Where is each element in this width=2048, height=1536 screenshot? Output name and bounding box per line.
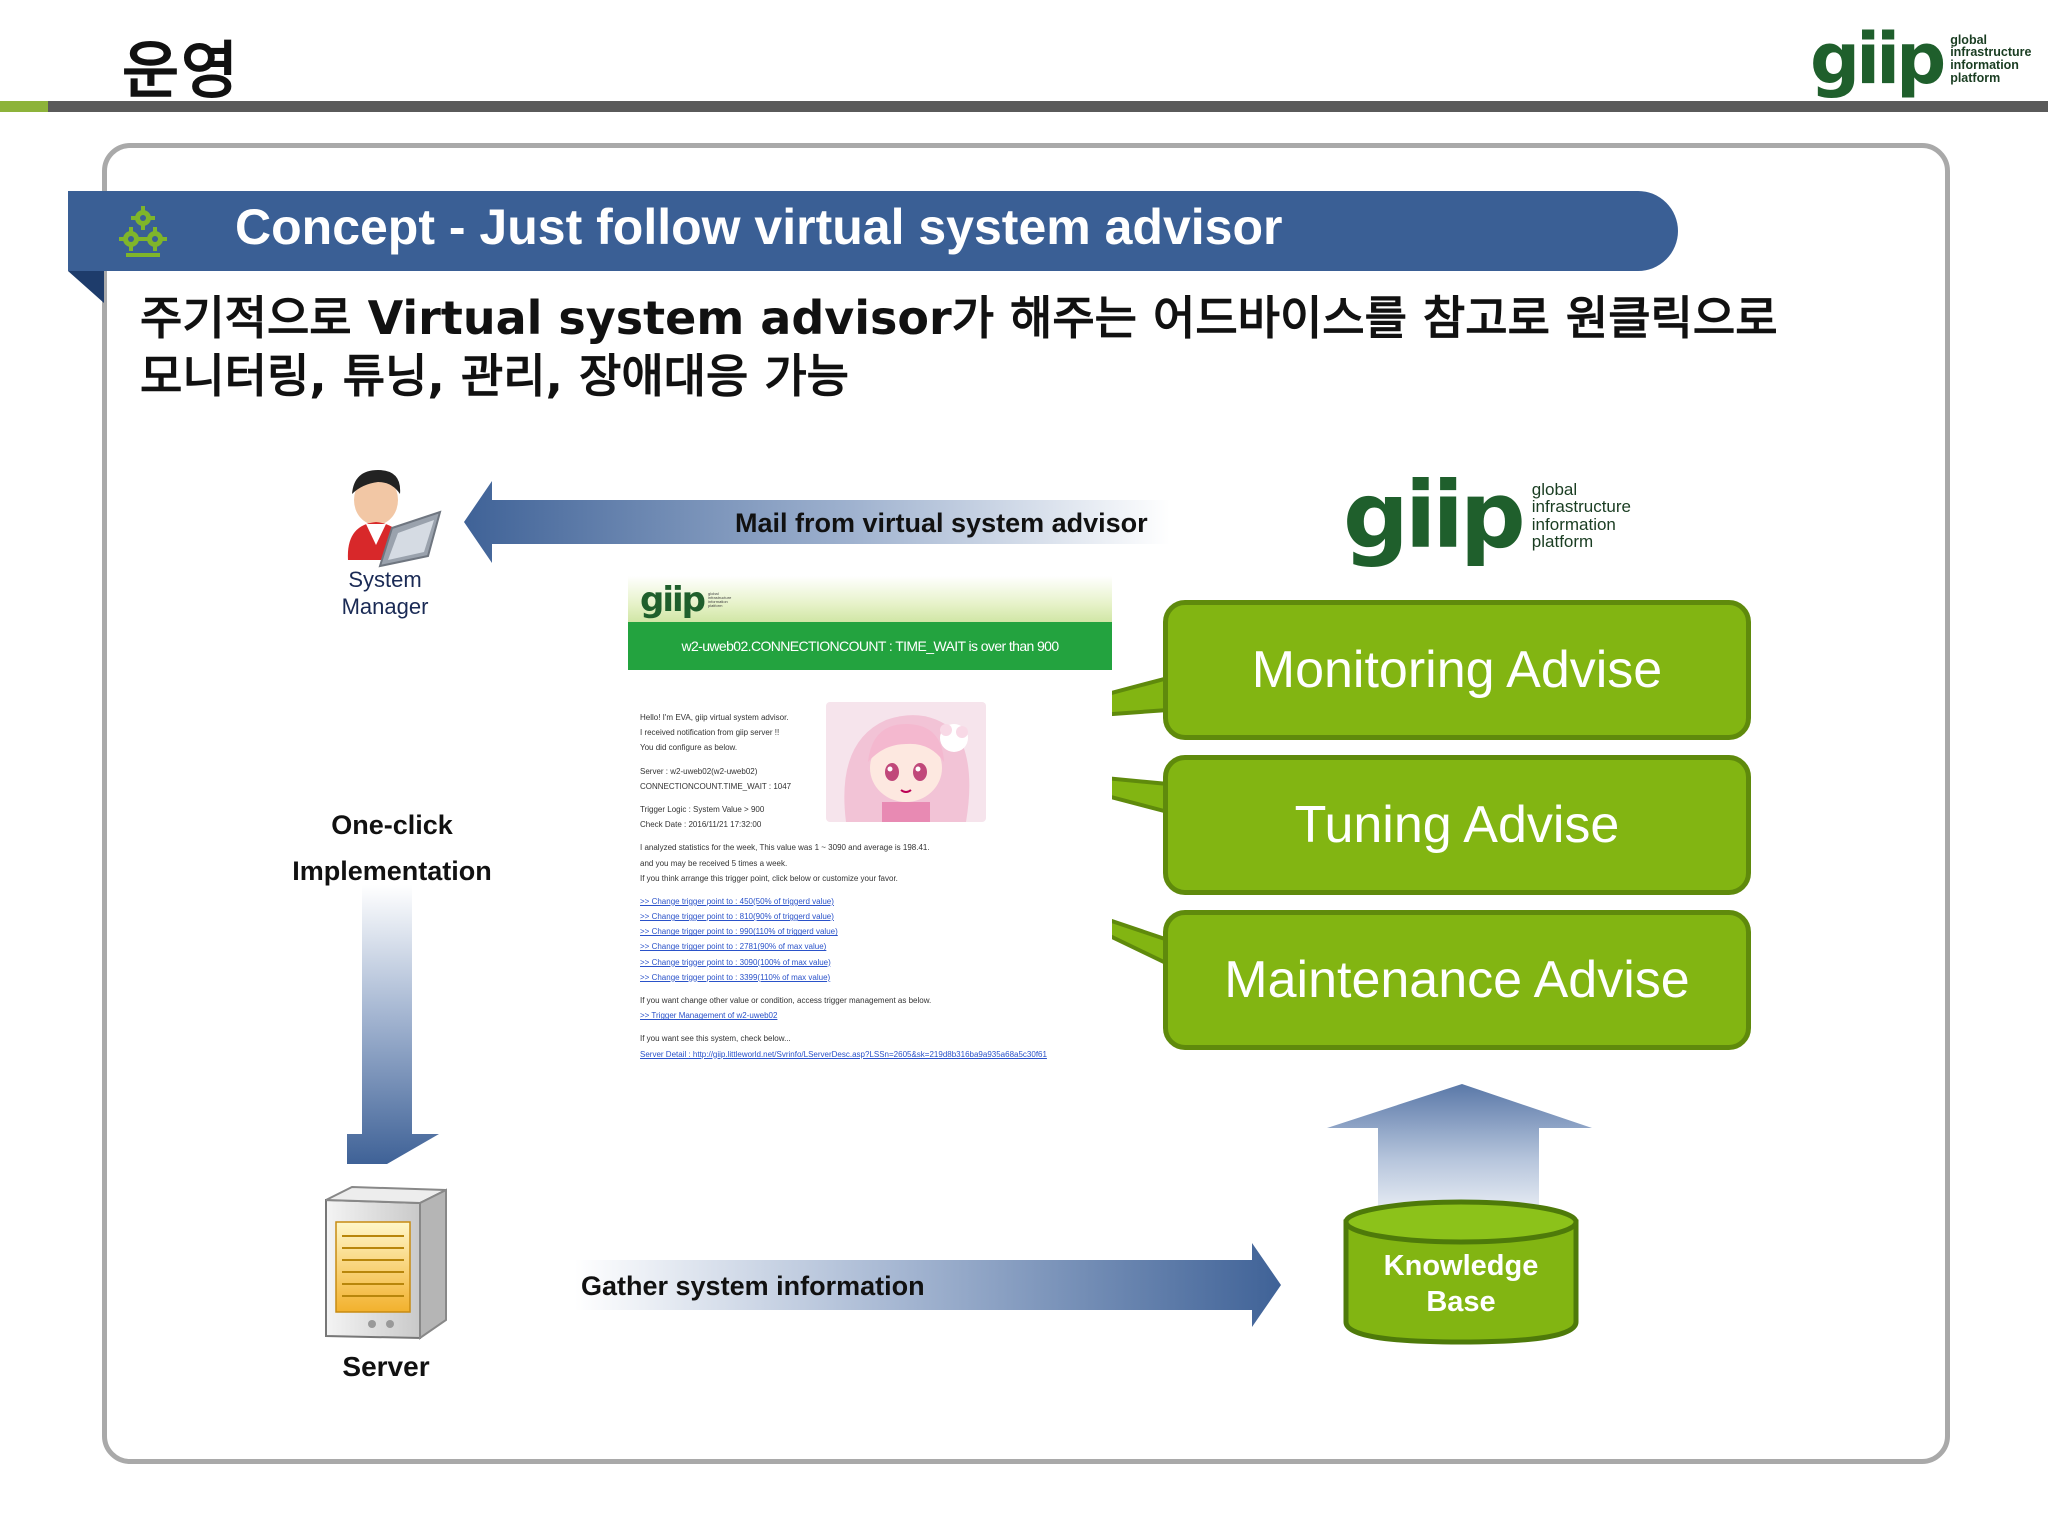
section-banner xyxy=(68,191,1678,271)
email-line: If you want see this system, check below… xyxy=(640,1034,791,1044)
one-click-arrow xyxy=(347,885,439,1164)
email-line: I received notification from giip server… xyxy=(640,728,780,738)
logo-tagline: global infrastructure information platfo… xyxy=(1950,32,2032,85)
maintenance-advise-box: Maintenance Advise xyxy=(1163,910,1751,1050)
logo-tagline-line: information xyxy=(707,599,728,604)
logo-word: giip xyxy=(1343,462,1526,569)
logo-tagline-line: platform xyxy=(1950,70,2001,85)
header-rule-accent xyxy=(0,101,48,112)
logo-tagline-line: platform xyxy=(707,603,723,609)
subtitle-line-2: 모니터링, 튜닝, 관리, 장애대응 가능 xyxy=(140,349,849,403)
email-spacer xyxy=(640,832,1100,840)
logo-tagline-line: information xyxy=(1531,514,1616,534)
email-line: Hello! I'm EVA, giip virtual system advi… xyxy=(640,713,789,722)
advisor-mascot-image xyxy=(826,702,986,822)
tuning-advise-box: Tuning Advise xyxy=(1163,755,1751,895)
knowledge-base-label: Knowledge Base xyxy=(1346,1248,1576,1320)
banner-fold xyxy=(68,271,104,303)
knowledge-base-label-line: Knowledge xyxy=(1383,1250,1539,1282)
email-link[interactable]: Server Detail : http://giip.littleworld.… xyxy=(640,1049,1047,1059)
user-laptop-icon xyxy=(347,470,442,568)
gather-label: Gather system information xyxy=(581,1271,925,1301)
logo-tagline-line: information xyxy=(1950,58,2019,72)
email-line: If you want change other value or condit… xyxy=(640,996,932,1005)
email-link[interactable]: >> Change trigger point to : 810(90% of … xyxy=(640,912,834,922)
email-spacer xyxy=(640,886,1100,894)
email-line: Trigger Logic : System Value > 900 xyxy=(640,804,765,814)
email-logo: giip global infrastructure information p… xyxy=(640,580,731,620)
advisor-email-screenshot: giip global infrastructure information p… xyxy=(628,576,1112,1106)
gears-icon xyxy=(118,205,168,266)
system-manager-label-line: Manager xyxy=(341,594,429,619)
one-click-label-line: Implementation xyxy=(292,856,492,886)
logo-tagline-line: global xyxy=(707,590,719,596)
email-link[interactable]: >> Trigger Management of w2-uweb02 xyxy=(640,1011,778,1021)
server-icon xyxy=(325,1185,447,1340)
email-line: If you think arrange this trigger point,… xyxy=(640,873,898,883)
email-body: Hello! I'm EVA, giip virtual system advi… xyxy=(640,710,1100,1062)
monitoring-advise-box: Monitoring Advise xyxy=(1163,600,1751,740)
header-logo: giip global infrastructure information p… xyxy=(1810,18,2031,100)
system-manager-label: System Manager xyxy=(318,566,452,620)
banner-title: Concept - Just follow virtual system adv… xyxy=(235,199,1283,255)
email-link[interactable]: >> Change trigger point to : 450(50% of … xyxy=(640,896,834,906)
mail-arrow-label: Mail from virtual system advisor xyxy=(735,508,1148,538)
logo-tagline-line: global xyxy=(1531,479,1578,499)
logo-tagline-line: infrastructure xyxy=(707,594,732,600)
page-title: 운영 xyxy=(122,34,241,107)
email-line: CONNECTIONCOUNT.TIME_WAIT : 1047 xyxy=(640,781,792,791)
email-line: and you may be received 5 times a week. xyxy=(640,858,788,868)
logo-word: giip xyxy=(1810,18,1946,100)
header-rule xyxy=(48,101,2048,112)
gather-arrow xyxy=(575,1243,1281,1327)
knowledge-base-label-line: Base xyxy=(1426,1286,1496,1318)
email-line: I analyzed statistics for the week, This… xyxy=(640,843,930,853)
logo-tagline: global infrastructure information platfo… xyxy=(707,590,732,609)
server-label: Server xyxy=(342,1351,430,1382)
logo-word: giip xyxy=(640,580,706,620)
logo-tagline-line: platform xyxy=(1531,531,1594,551)
email-link[interactable]: >> Change trigger point to : 2781(90% of… xyxy=(640,942,827,952)
logo-tagline-line: global xyxy=(1950,32,1988,47)
logo-tagline-line: infrastructure xyxy=(1950,45,2032,60)
email-line: Server : w2-uweb02(w2-uweb02) xyxy=(640,766,758,776)
email-line: You did configure as below. xyxy=(640,743,738,753)
email-header xyxy=(628,576,1112,628)
one-click-label-line: One-click xyxy=(331,810,453,840)
email-spacer xyxy=(640,985,1100,993)
subtitle-line-1: 주기적으로 Virtual system advisor가 해주는 어드바이스를… xyxy=(140,291,1778,345)
mail-arrow xyxy=(464,481,1170,563)
email-spacer xyxy=(640,1023,1100,1031)
email-link[interactable]: >> Change trigger point to : 3090(100% o… xyxy=(640,957,831,967)
one-click-label: One-click Implementation xyxy=(262,802,522,894)
database-icon xyxy=(1343,1199,1579,1345)
email-link[interactable]: >> Change trigger point to : 3399(110% o… xyxy=(640,972,831,982)
email-alert-bar: w2-uweb02.CONNECTIONCOUNT : TIME_WAIT is… xyxy=(628,622,1112,670)
email-link[interactable]: >> Change trigger point to : 990(110% of… xyxy=(640,927,838,937)
knowledge-up-arrow xyxy=(1327,1084,1592,1235)
email-line: Check Date : 2016/11/21 17:32:00 xyxy=(640,820,762,830)
system-manager-label-line: System xyxy=(348,567,422,592)
giip-logo: giip global infrastructure information p… xyxy=(1343,462,1631,569)
subtitle: 주기적으로 Virtual system advisor가 해주는 어드바이스를… xyxy=(140,289,1778,405)
logo-tagline-line: infrastructure xyxy=(1531,497,1631,517)
logo-tagline: global infrastructure information platfo… xyxy=(1531,479,1631,551)
